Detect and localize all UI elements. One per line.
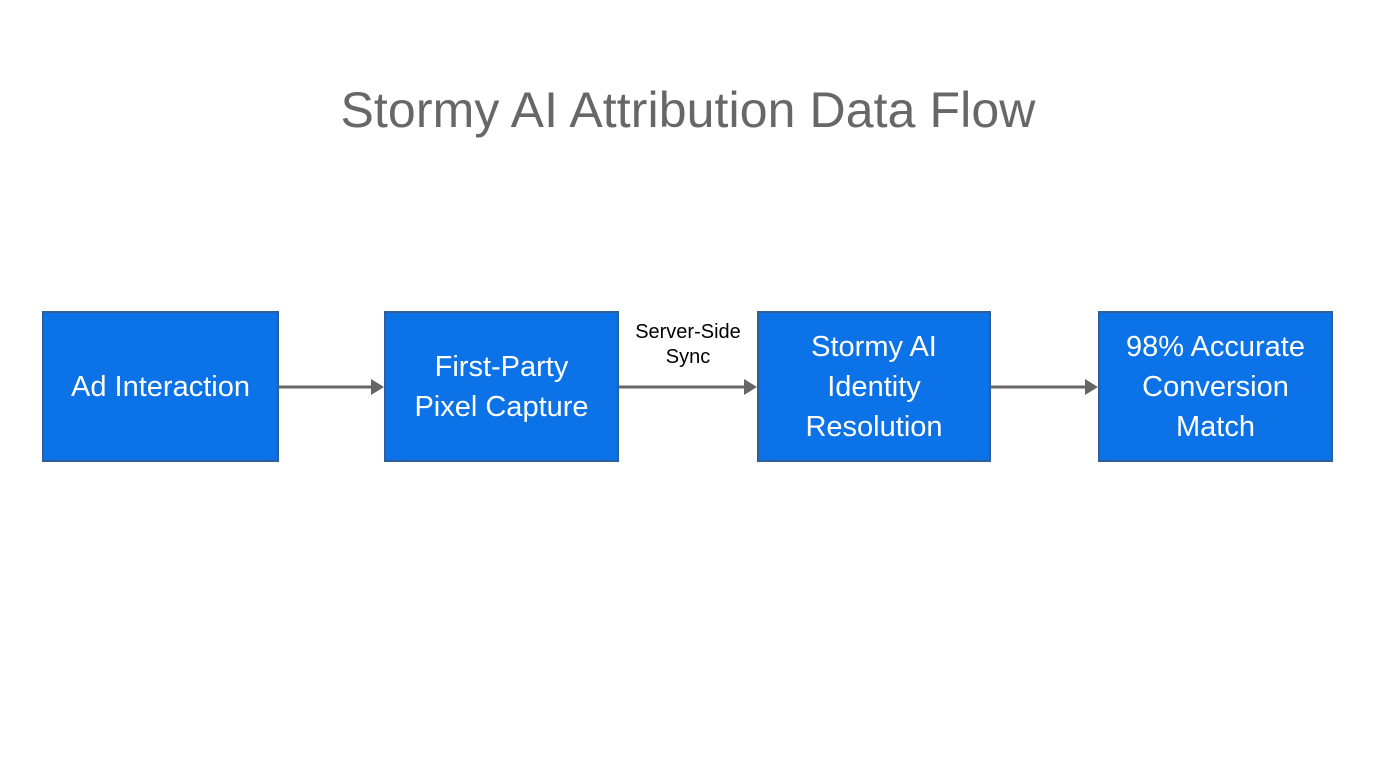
flow-arrow-1 xyxy=(279,311,384,462)
flow-node-ad-interaction[interactable]: Ad Interaction xyxy=(42,311,279,462)
flow-node-first-party-pixel[interactable]: First-Party Pixel Capture xyxy=(384,311,619,462)
flow-node-identity-resolution[interactable]: Stormy AI Identity Resolution xyxy=(757,311,991,462)
flow-node-conversion-match[interactable]: 98% Accurate Conversion Match xyxy=(1098,311,1333,462)
flow-node-label: First-Party Pixel Capture xyxy=(414,350,589,423)
flow-node-label: 98% Accurate Conversion Match xyxy=(1126,330,1305,443)
flow-edge-label-server-side-sync: Server-Side Sync xyxy=(620,320,756,370)
flow-node-label: Stormy AI Identity Resolution xyxy=(805,330,943,443)
page-title: Stormy AI Attribution Data Flow xyxy=(340,82,1036,138)
flow-arrow-3 xyxy=(991,311,1098,462)
flow-node-label: Ad Interaction xyxy=(71,370,250,403)
